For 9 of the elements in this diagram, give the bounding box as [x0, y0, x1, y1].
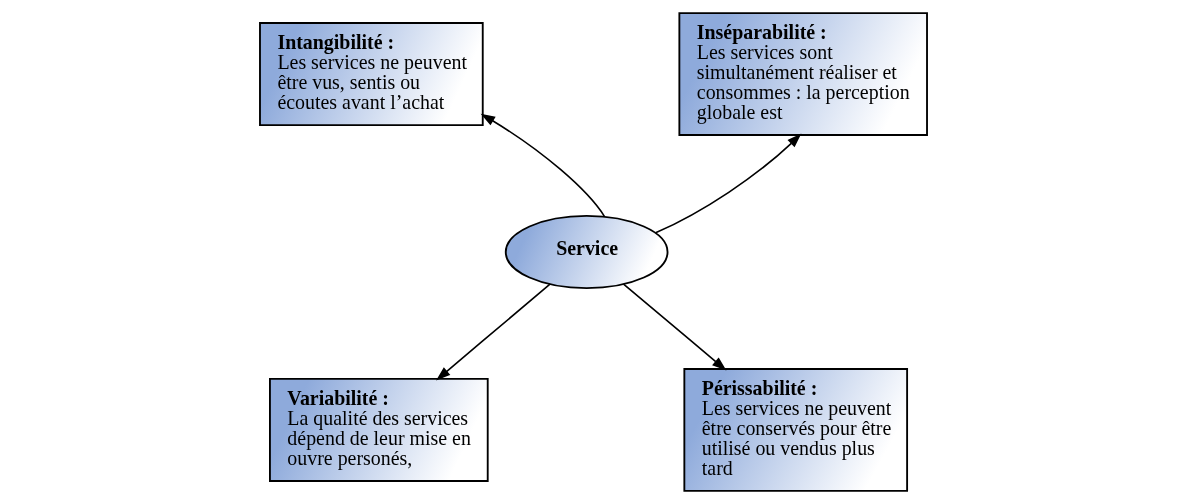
arrow [436, 283, 551, 381]
node-ellipse: Service [504, 214, 669, 290]
node-box: Variabilité : La qualité des services dépend de leur mise en ouvre personés, [269, 378, 489, 482]
node-box: Périssabilité : Les services ne peuvent être conservés pour être utilisé ou vendus plus tard [683, 368, 909, 492]
arrow [480, 113, 606, 218]
arrow [654, 133, 802, 234]
node-box: Intangibilité : Les services ne peuvent être vus, sentis ou écoutes avant l’achat [259, 22, 484, 126]
node-box: Inséparabilité : Les services sont simultanément réaliser et consommes : la perception globale est [678, 12, 928, 136]
arrow [622, 283, 727, 371]
